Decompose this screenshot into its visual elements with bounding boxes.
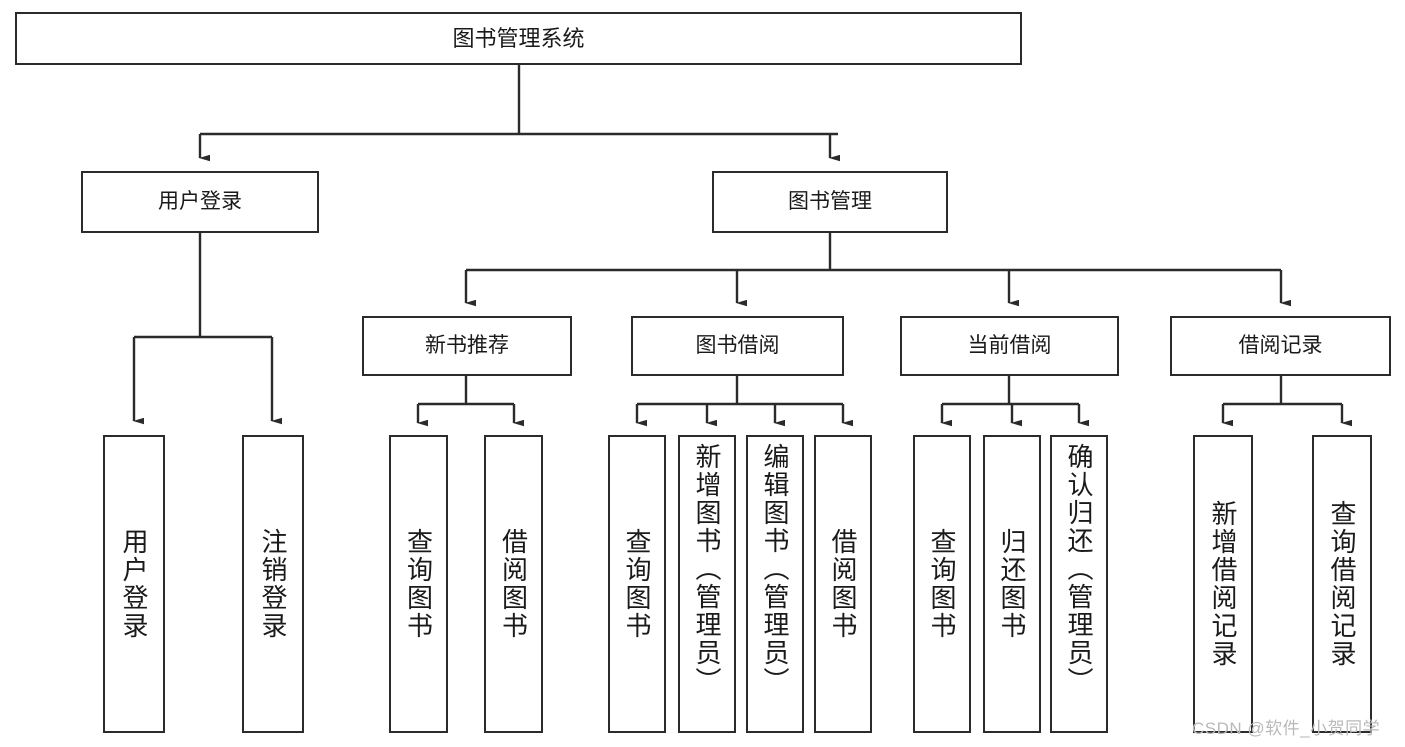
node-root-label: 图书管理系统 bbox=[452, 25, 585, 51]
node-book-manage[interactable]: 图书管理 bbox=[712, 171, 948, 233]
node-book-borrow-label: 图书借阅 bbox=[695, 333, 780, 357]
node-current-borrow-label: 当前借阅 bbox=[967, 333, 1052, 357]
node-root[interactable]: 图书管理系统 bbox=[15, 12, 1022, 65]
leaf-borrow-book-1[interactable]: 借阅图书 bbox=[484, 435, 543, 733]
leaf-query-book-1[interactable]: 查询图书 bbox=[389, 435, 448, 733]
node-borrow-record-label: 借阅记录 bbox=[1238, 333, 1323, 357]
node-user-login[interactable]: 用户登录 bbox=[81, 171, 319, 233]
leaf-logout-label: 注销登录 bbox=[258, 528, 288, 640]
node-borrow-record[interactable]: 借阅记录 bbox=[1170, 316, 1391, 376]
node-book-manage-label: 图书管理 bbox=[788, 189, 872, 213]
node-book-borrow[interactable]: 图书借阅 bbox=[631, 316, 844, 376]
leaf-confirm-return[interactable]: 确认归还（管理员） bbox=[1050, 435, 1108, 733]
leaf-query-book-2[interactable]: 查询图书 bbox=[608, 435, 666, 733]
leaf-add-book-label: 新增图书（管理员） bbox=[692, 443, 722, 695]
leaf-edit-book-label: 编辑图书（管理员） bbox=[760, 443, 790, 695]
leaf-query-book-2-label: 查询图书 bbox=[622, 528, 652, 640]
leaf-add-record-label: 新增借阅记录 bbox=[1208, 500, 1238, 668]
leaf-query-record-label: 查询借阅记录 bbox=[1327, 500, 1357, 668]
leaf-return-book[interactable]: 归还图书 bbox=[983, 435, 1041, 733]
leaf-borrow-book-1-label: 借阅图书 bbox=[498, 528, 529, 640]
leaf-query-book-3[interactable]: 查询图书 bbox=[913, 435, 971, 733]
leaf-user-login-label: 用户登录 bbox=[119, 528, 149, 640]
leaf-user-login[interactable]: 用户登录 bbox=[103, 435, 165, 733]
node-new-book-rec[interactable]: 新书推荐 bbox=[362, 316, 572, 376]
csdn-watermark: CSDN @软件_小贺同学 bbox=[1192, 719, 1381, 738]
node-new-book-rec-label: 新书推荐 bbox=[425, 333, 509, 357]
leaf-add-book[interactable]: 新增图书（管理员） bbox=[678, 435, 736, 733]
leaf-query-book-3-label: 查询图书 bbox=[927, 528, 957, 640]
leaf-borrow-book-2-label: 借阅图书 bbox=[828, 528, 858, 640]
leaf-return-book-label: 归还图书 bbox=[997, 528, 1027, 640]
node-current-borrow[interactable]: 当前借阅 bbox=[900, 316, 1119, 376]
leaf-borrow-book-2[interactable]: 借阅图书 bbox=[814, 435, 872, 733]
leaf-confirm-return-label: 确认归还（管理员） bbox=[1064, 443, 1094, 695]
node-user-login-label: 用户登录 bbox=[158, 189, 242, 213]
leaf-query-book-1-label: 查询图书 bbox=[403, 528, 434, 640]
leaf-logout[interactable]: 注销登录 bbox=[242, 435, 304, 733]
leaf-edit-book[interactable]: 编辑图书（管理员） bbox=[746, 435, 804, 733]
leaf-add-record[interactable]: 新增借阅记录 bbox=[1193, 435, 1253, 733]
leaf-query-record[interactable]: 查询借阅记录 bbox=[1312, 435, 1372, 733]
